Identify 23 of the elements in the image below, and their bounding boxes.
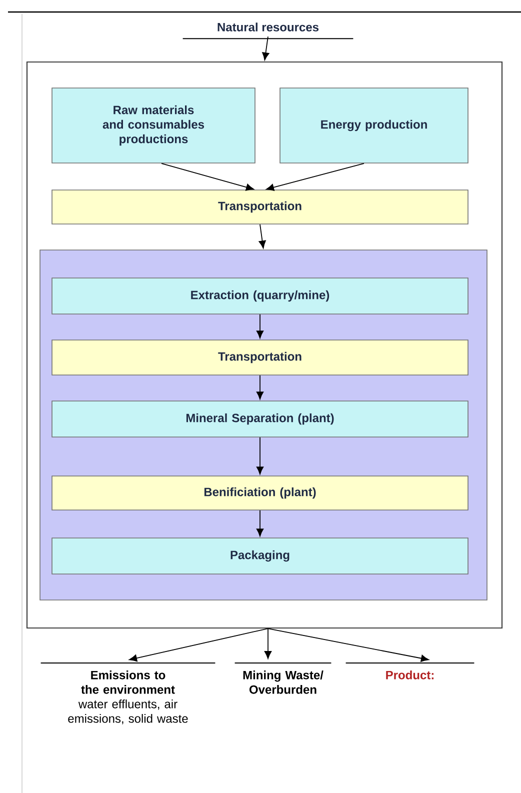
arrow bbox=[264, 628, 272, 659]
arrow bbox=[268, 628, 429, 662]
process-box: Raw materials and consumables productions bbox=[52, 88, 256, 164]
arrow bbox=[161, 162, 254, 191]
output-label: Emissions to the environment water effluents, air emissions, solid waste bbox=[40, 662, 216, 724]
input-label: Natural resources bbox=[182, 22, 354, 40]
process-box: Packaging bbox=[52, 538, 468, 574]
arrow bbox=[256, 436, 264, 474]
transport-box: Benificiation (plant) bbox=[52, 476, 468, 510]
output-label: Mining Waste/ Overburden bbox=[234, 662, 332, 694]
process-box: Energy production bbox=[280, 88, 468, 164]
arrow bbox=[262, 36, 270, 60]
arrow bbox=[256, 314, 264, 338]
arrow bbox=[256, 374, 264, 400]
transport-box: Transportation bbox=[52, 340, 468, 376]
transport-box: Transportation bbox=[52, 190, 468, 224]
arrow bbox=[256, 510, 264, 536]
arrow bbox=[258, 224, 266, 248]
product-label: Product: bbox=[345, 662, 475, 680]
process-box: Extraction (quarry/mine) bbox=[52, 278, 468, 314]
process-box: Mineral Separation (plant) bbox=[52, 400, 468, 438]
arrow bbox=[266, 162, 364, 191]
arrow bbox=[129, 628, 268, 662]
